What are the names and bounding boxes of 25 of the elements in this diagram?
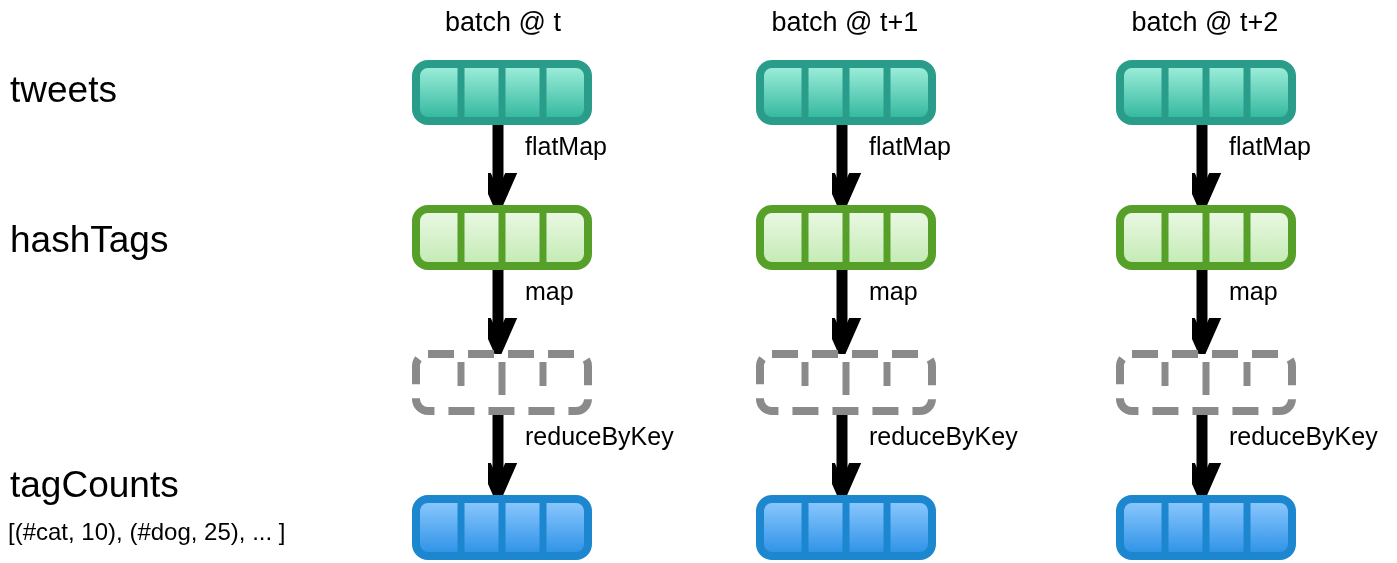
rdd-box bbox=[412, 495, 592, 560]
column-header: batch @ t+2 bbox=[1131, 8, 1279, 38]
edge-label: flatMap bbox=[525, 133, 607, 161]
dashed-rdd-box bbox=[756, 350, 936, 415]
rdd-box bbox=[412, 60, 592, 125]
example-output: [(#cat, 10), (#dog, 25), ... ] bbox=[8, 519, 286, 546]
edge-label: reduceByKey bbox=[1229, 423, 1378, 451]
row-label: tagCounts bbox=[10, 465, 179, 506]
rdd-box bbox=[412, 205, 592, 270]
rdd-box bbox=[1116, 205, 1296, 270]
dashed-rdd-box bbox=[412, 350, 592, 415]
rdd-box bbox=[1116, 60, 1296, 125]
rdd-box bbox=[756, 205, 936, 270]
rdd-box bbox=[756, 60, 936, 125]
column-header: batch @ t bbox=[445, 8, 561, 38]
edge-label: flatMap bbox=[1229, 133, 1311, 161]
rdd-box bbox=[756, 495, 936, 560]
row-label: hashTags bbox=[10, 220, 169, 261]
dashed-rdd-box bbox=[1116, 350, 1296, 415]
row-label: tweets bbox=[10, 70, 117, 111]
edge-label: reduceByKey bbox=[869, 423, 1018, 451]
column-header: batch @ t+1 bbox=[771, 8, 919, 38]
edge-label: flatMap bbox=[869, 133, 951, 161]
edge-label: reduceByKey bbox=[525, 423, 674, 451]
rdd-box bbox=[1116, 495, 1296, 560]
